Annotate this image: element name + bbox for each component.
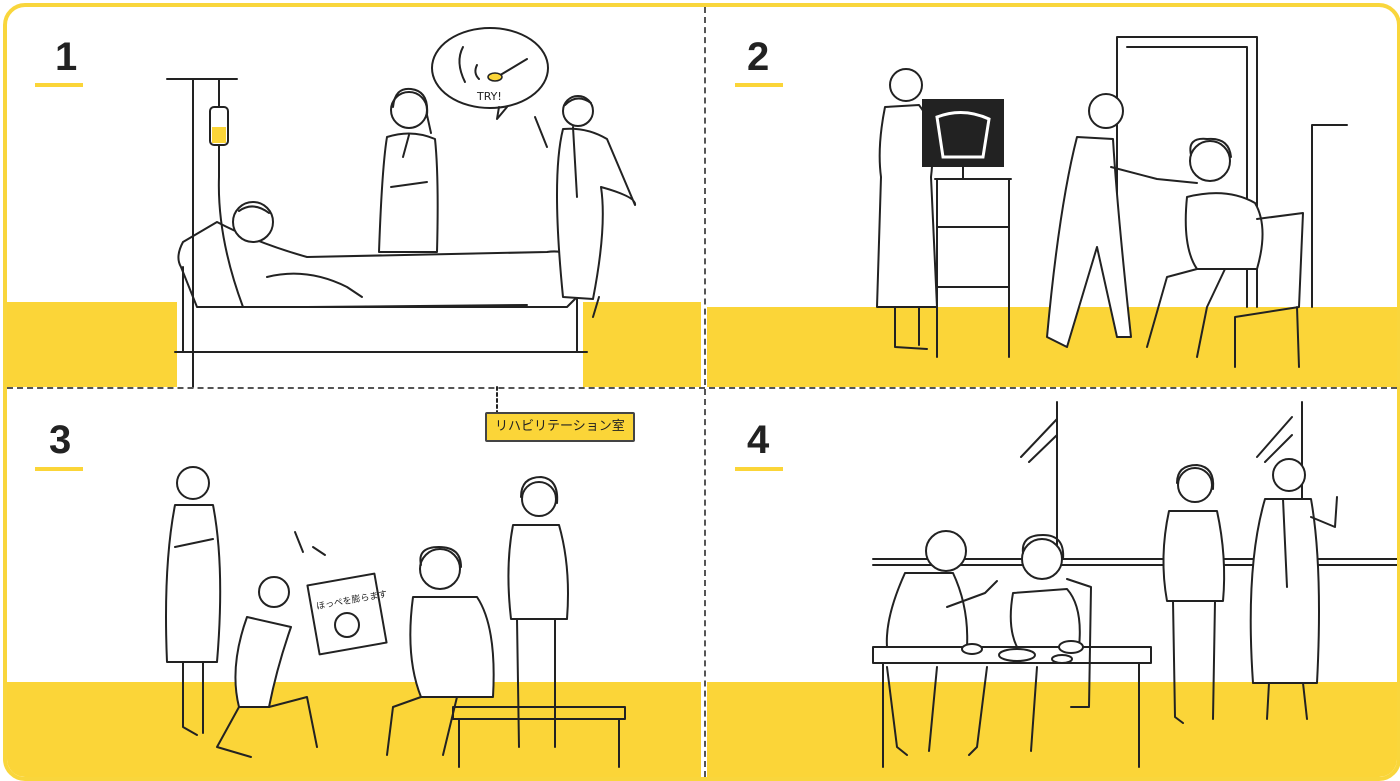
panel-number-1-underline xyxy=(35,83,83,87)
panel-number-4-underline xyxy=(735,467,783,471)
illustration-frame: TRY! xyxy=(3,3,1400,781)
panel-number-3-underline xyxy=(35,467,83,471)
panel-3-scene: ほっぺを膨らます xyxy=(165,386,626,768)
rehabilitation-room-label: リハビリテーション室 xyxy=(485,412,635,442)
panel-number-2: 2 xyxy=(747,35,770,79)
panel-number-3: 3 xyxy=(49,418,72,462)
panel-4-scene xyxy=(872,401,1397,768)
horizontal-panel-divider xyxy=(7,387,1397,389)
panel-1-scene: TRY! xyxy=(166,27,637,388)
scene-drawings: TRY! xyxy=(165,27,1397,768)
panel-2-scene xyxy=(876,36,1348,368)
vertical-panel-divider xyxy=(704,7,706,777)
panel-number-4: 4 xyxy=(747,418,770,462)
panel-number-1: 1 xyxy=(55,35,78,79)
floor-band-panel-3 xyxy=(7,682,701,777)
try-bubble-text: TRY! xyxy=(476,90,502,103)
floor-band-panel-4 xyxy=(707,682,1397,777)
panel-number-2-underline xyxy=(735,83,783,87)
